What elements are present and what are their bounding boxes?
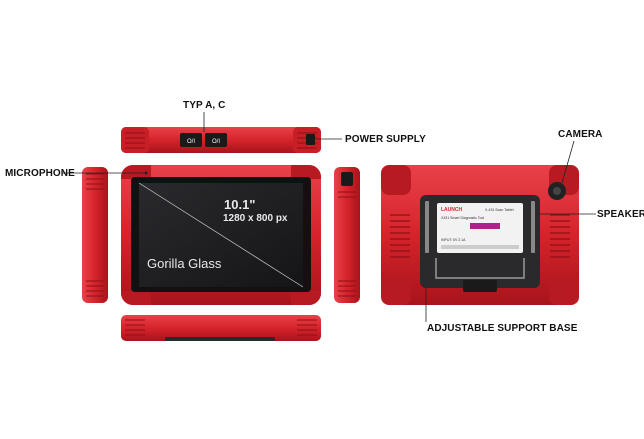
back-label-model: X-431 Scan Tablet	[485, 208, 514, 212]
screen-diagonal	[138, 182, 304, 288]
port-label-1: O/I	[187, 139, 195, 145]
speaker-left-icon	[425, 201, 429, 253]
power-port	[306, 134, 315, 145]
tablet-bottom-edge	[121, 315, 321, 341]
tablet-left-side	[82, 167, 108, 303]
tablet-right-side	[334, 167, 360, 303]
callout-speakers: SPEAKERS	[597, 209, 644, 220]
callout-typ: TYP A, C	[183, 100, 226, 111]
back-label-input: INPUT: 5V 2.1A	[441, 238, 466, 242]
tablet-front	[121, 165, 321, 305]
usb-port-c	[205, 133, 227, 147]
screen-glass-text: Gorilla Glass	[147, 256, 222, 271]
callout-microphone: MICROPHONE	[5, 168, 75, 179]
usb-port-a	[180, 133, 202, 147]
callout-support-base: ADJUSTABLE SUPPORT BASE	[427, 323, 578, 334]
tablet-top-edge: O/I O/I	[121, 127, 321, 153]
speaker-right-icon	[531, 201, 535, 253]
port-label-2: O/I	[212, 139, 220, 145]
screen-size-text: 10.1"	[224, 197, 256, 212]
leader-lines	[62, 112, 596, 322]
callout-power-supply: POWER SUPPLY	[345, 134, 426, 145]
callout-camera: CAMERA	[558, 129, 603, 140]
back-label-product: X431 Smart Diagnostic Tool	[441, 216, 484, 220]
back-label-brand: LAUNCH	[441, 207, 462, 213]
power-button	[341, 172, 353, 186]
screen-resolution-text: 1280 x 800 px	[223, 213, 288, 224]
support-base	[435, 258, 525, 279]
tablet-back: LAUNCH X-431 Scan Tablet X431 Smart Diag…	[381, 165, 579, 305]
